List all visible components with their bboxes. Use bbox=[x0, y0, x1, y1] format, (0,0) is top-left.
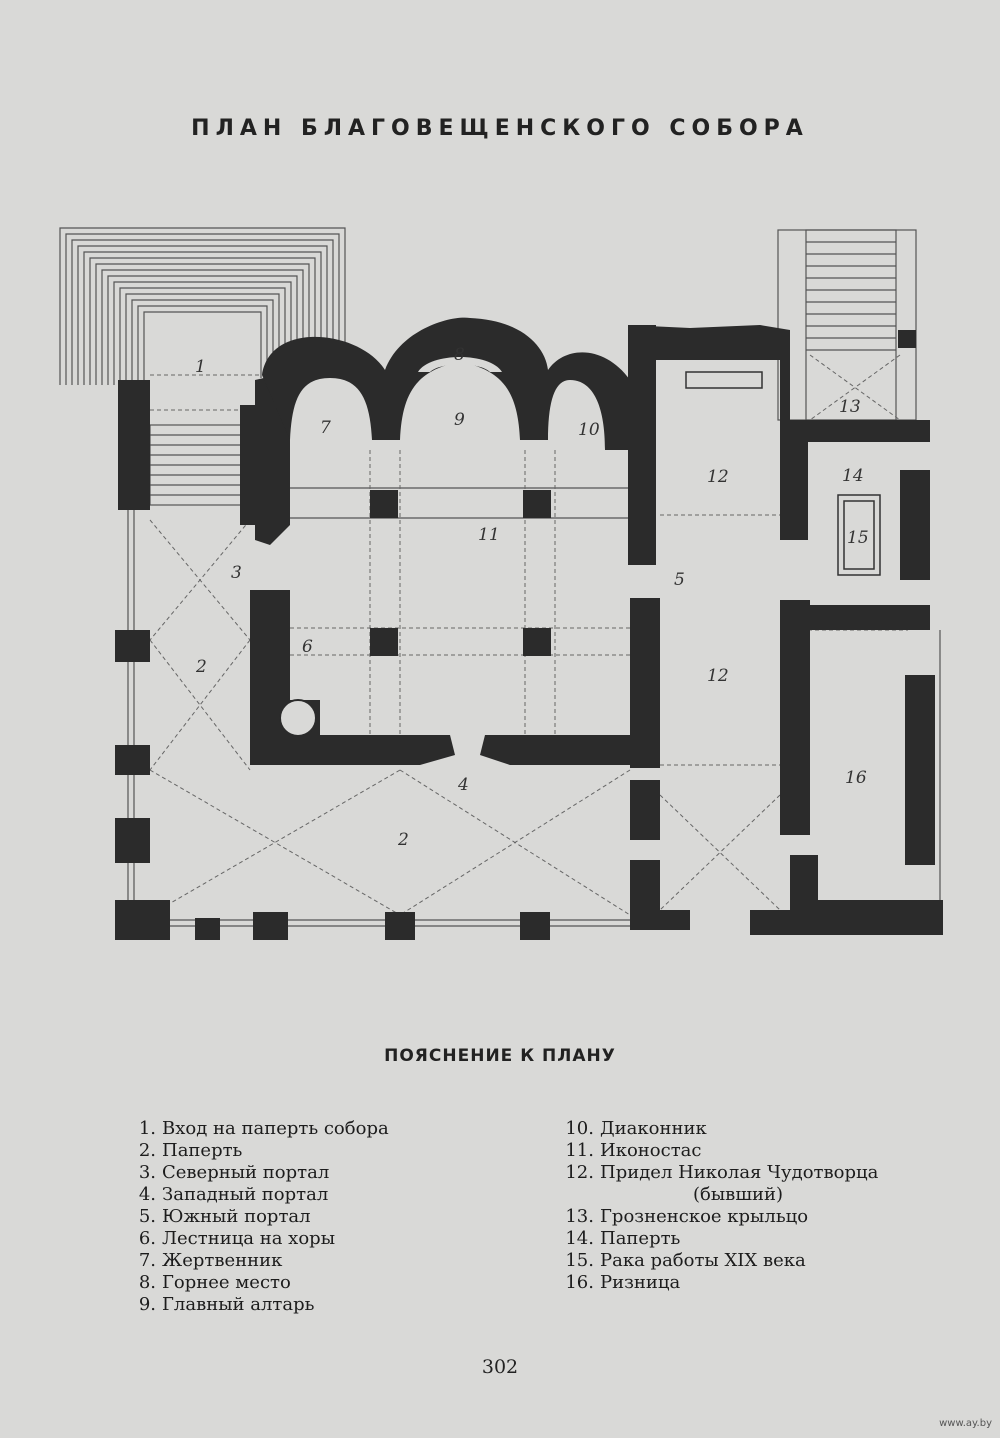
room-label-6: 6 bbox=[302, 637, 313, 657]
room-label-12b: 12 bbox=[707, 666, 729, 686]
west-porch-steps bbox=[149, 424, 251, 506]
legend-item: 5.Южный портал bbox=[138, 1206, 311, 1227]
page-title: ПЛАН БЛАГОВЕЩЕНСКОГО СОБОРА bbox=[191, 116, 809, 141]
legend-item: 3.Северный портал bbox=[138, 1162, 330, 1183]
watermark: www.ay.by bbox=[939, 1418, 992, 1429]
room-label-11: 11 bbox=[478, 525, 500, 545]
legend-item: 7.Жертвенник bbox=[138, 1250, 283, 1271]
room-label-2b: 2 bbox=[397, 830, 409, 850]
legend-item: 11.Иконостас bbox=[565, 1140, 702, 1161]
room-label-2: 2 bbox=[195, 657, 207, 677]
room-label-5: 5 bbox=[674, 570, 685, 590]
legend-item: 1.Вход на паперть собора bbox=[138, 1118, 389, 1139]
legend-item: 2.Паперть bbox=[138, 1140, 243, 1161]
room-label-8: 8 bbox=[454, 345, 465, 365]
room-label-14: 14 bbox=[842, 466, 864, 486]
legend-item: 6.Лестница на хоры bbox=[138, 1228, 336, 1249]
room-label-1: 1 bbox=[195, 357, 206, 377]
legend-item: 10.Диаконник bbox=[565, 1118, 707, 1139]
legend-item: 12.Придел Николая Чудотворца(бывший) bbox=[565, 1162, 879, 1205]
legend-item: 8.Горнее место bbox=[138, 1272, 291, 1293]
legend-item: 14.Паперть bbox=[565, 1228, 681, 1249]
cathedral-floor-plan: 1 2 2 3 4 5 6 7 8 9 10 11 12 12 13 14 15… bbox=[59, 227, 943, 940]
room-label-10: 10 bbox=[578, 420, 600, 440]
room-label-16: 16 bbox=[845, 768, 867, 788]
walls bbox=[115, 317, 943, 940]
legend-left-column: 1.Вход на паперть собора 2.Паперть 3.Сев… bbox=[118, 1118, 389, 1316]
legend-item: 9.Главный алтарь bbox=[138, 1294, 315, 1315]
legend-right-column: 10.Диаконник 11.Иконостас 12.Придел Нико… bbox=[556, 1118, 878, 1294]
page-number: 302 bbox=[481, 1356, 519, 1378]
room-label-13: 13 bbox=[839, 397, 861, 417]
vault-lines bbox=[149, 354, 908, 916]
room-label-4: 4 bbox=[457, 775, 469, 795]
room-label-12: 12 bbox=[707, 467, 729, 487]
ne-stairs bbox=[777, 229, 917, 421]
legend-item: 15.Рака работы XIX века bbox=[565, 1250, 806, 1271]
room-label-7: 7 bbox=[320, 418, 331, 438]
legend-item: 13.Грозненское крыльцо bbox=[565, 1206, 809, 1227]
room-label-9: 9 bbox=[454, 410, 465, 430]
legend-item: 4.Западный портал bbox=[138, 1184, 329, 1205]
nw-entrance-steps bbox=[59, 227, 346, 385]
legend-item: 16.Ризница bbox=[565, 1272, 681, 1293]
legend-title: ПОЯСНЕНИЕ К ПЛАНУ bbox=[384, 1046, 616, 1066]
room-label-15: 15 bbox=[847, 528, 869, 548]
room-label-3: 3 bbox=[231, 563, 242, 583]
